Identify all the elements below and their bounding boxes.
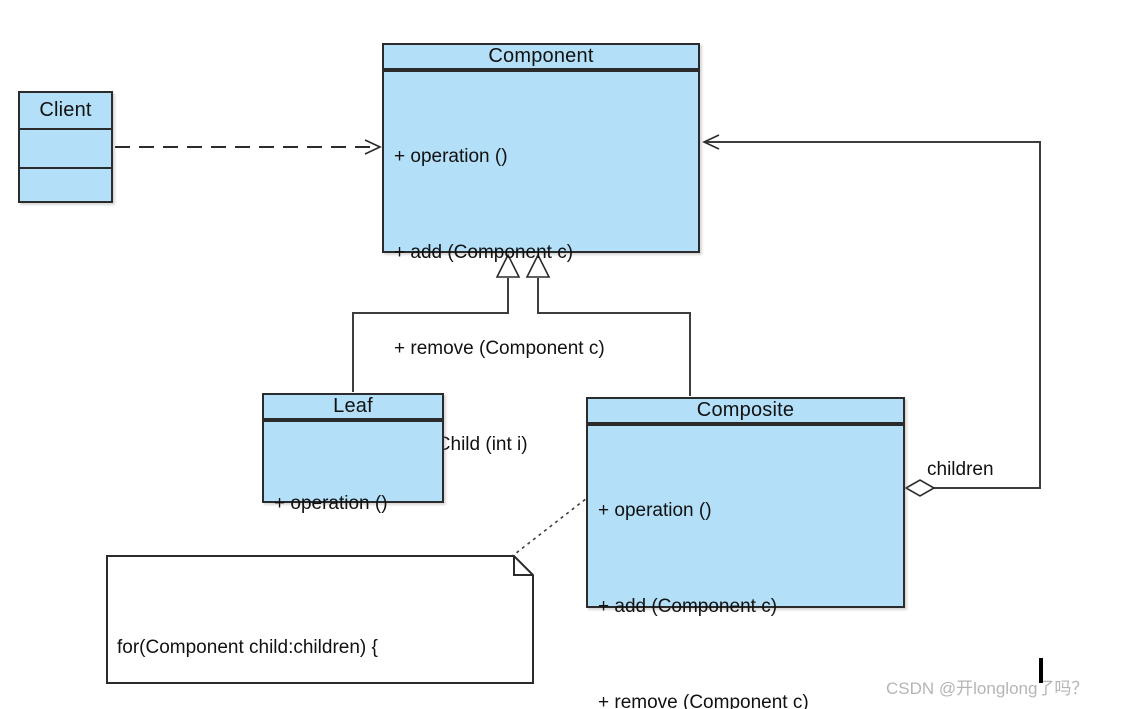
open-arrowhead-icon [364,139,382,155]
class-component: Component + operation () + add (Componen… [382,43,700,455]
hollow-triangle-icon [525,253,551,278]
class-client-name: Client [39,99,92,121]
dependency-client-component [115,139,382,155]
class-client-attributes [20,128,111,167]
class-leaf-attributes [264,418,442,420]
note-code: for(Component child:children) { child.op… [117,568,378,709]
method-operation: + operation () [394,146,508,167]
aggregation-composite-component [702,134,1041,497]
class-leaf: Leaf + operation () [262,393,444,514]
class-composite-operations: + operation () + add (Component c) + rem… [588,424,903,709]
note-code-line: for(Component child:children) { [117,637,378,658]
watermark: CSDN @开longlong了吗？ [886,679,1089,698]
method-add: + add (Component c) [598,596,778,617]
generalization-composite-component [525,253,691,396]
hollow-triangle-icon [495,253,521,278]
text-cursor [1039,658,1043,683]
method-remove: + remove (Component c) [598,692,809,709]
class-leaf-operations: + operation () [264,420,442,584]
generalization-leaf-component [352,253,521,392]
method-remove: + remove (Component c) [394,338,605,359]
note-anchor-line [510,497,588,558]
class-client-operations [20,167,111,201]
class-component-operations: + operation () + add (Component c) + rem… [384,70,698,525]
class-client: Client [18,91,113,203]
note-shape [106,555,534,684]
class-leaf-name: Leaf [333,395,373,417]
class-composite: Composite + operation () + add (Componen… [586,397,905,709]
open-arrowhead-icon [702,134,720,150]
method-operation: + operation () [274,493,388,514]
class-composite-attributes [588,422,903,424]
note-fold-icon [513,556,533,576]
method-add: + add (Component c) [394,242,574,263]
class-composite-name: Composite [696,399,795,421]
aggregation-role-label-children: children [927,459,994,480]
open-diamond-icon [904,479,936,497]
class-component-name: Component [488,45,594,67]
class-component-attributes [384,68,698,70]
method-operation: + operation () [598,500,712,521]
